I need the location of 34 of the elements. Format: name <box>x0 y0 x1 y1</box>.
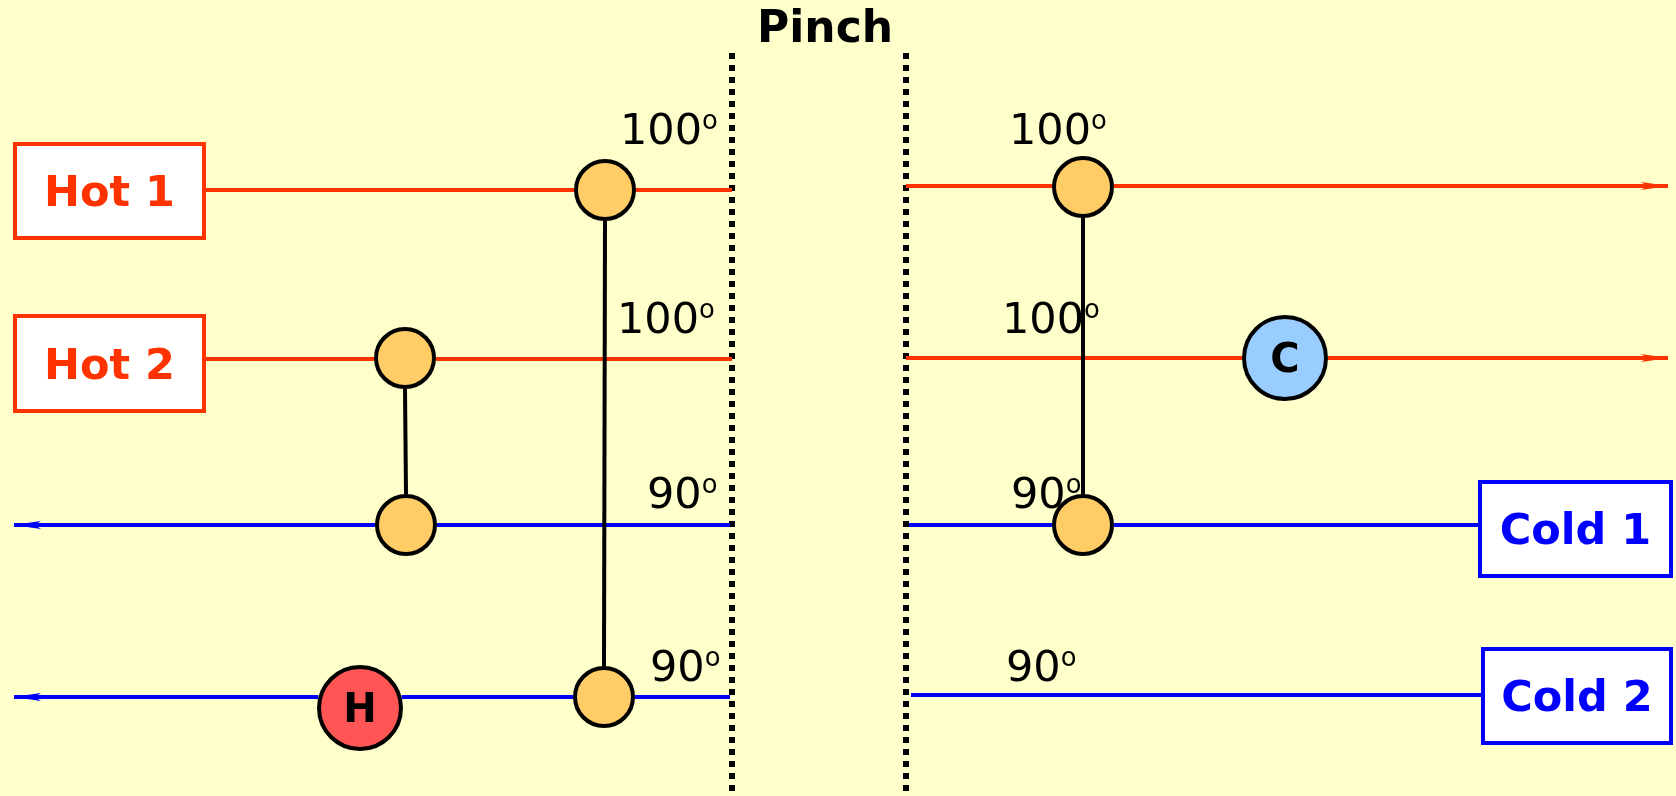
stream-arrow <box>1114 182 1669 190</box>
temperature-label: 90$^{o}$ <box>1011 472 1082 516</box>
stream-line <box>437 523 730 527</box>
stream-line <box>906 356 1242 360</box>
exchanger-link <box>1081 218 1085 494</box>
exchanger-link <box>602 221 607 666</box>
utility-circle: H <box>317 665 403 751</box>
stream-label-box: Hot 2 <box>13 314 206 413</box>
stream-arrow <box>1328 354 1669 362</box>
temperature-label: 100$^{o}$ <box>1009 108 1107 152</box>
temperature-label: 100$^{o}$ <box>620 108 718 152</box>
stream-line <box>636 188 732 192</box>
stream-line <box>1114 523 1478 527</box>
utility-circle: C <box>1242 315 1328 401</box>
temperature-label: 90$^{o}$ <box>650 645 721 689</box>
stream-arrow <box>13 693 319 701</box>
temperature-label: 100$^{o}$ <box>1002 297 1100 341</box>
stream-line <box>906 184 1052 188</box>
pinch-title: Pinch <box>757 5 894 49</box>
temperature-label: 90$^{o}$ <box>647 472 718 516</box>
stream-label-box: Cold 2 <box>1481 647 1673 745</box>
stream-label-box: Cold 1 <box>1478 480 1673 578</box>
stream-line <box>635 695 730 699</box>
stream-line <box>911 693 1481 697</box>
exchanger-link <box>403 388 408 495</box>
stream-line <box>206 357 374 361</box>
stream-line <box>436 357 732 361</box>
stream-label-box: Hot 1 <box>13 142 206 240</box>
temperature-label: 90$^{o}$ <box>1006 645 1077 689</box>
stream-arrow <box>13 521 375 529</box>
stream-line <box>206 188 574 192</box>
stream-line <box>401 695 573 699</box>
temperature-label: 100$^{o}$ <box>617 297 715 341</box>
stream-line <box>909 523 1052 527</box>
